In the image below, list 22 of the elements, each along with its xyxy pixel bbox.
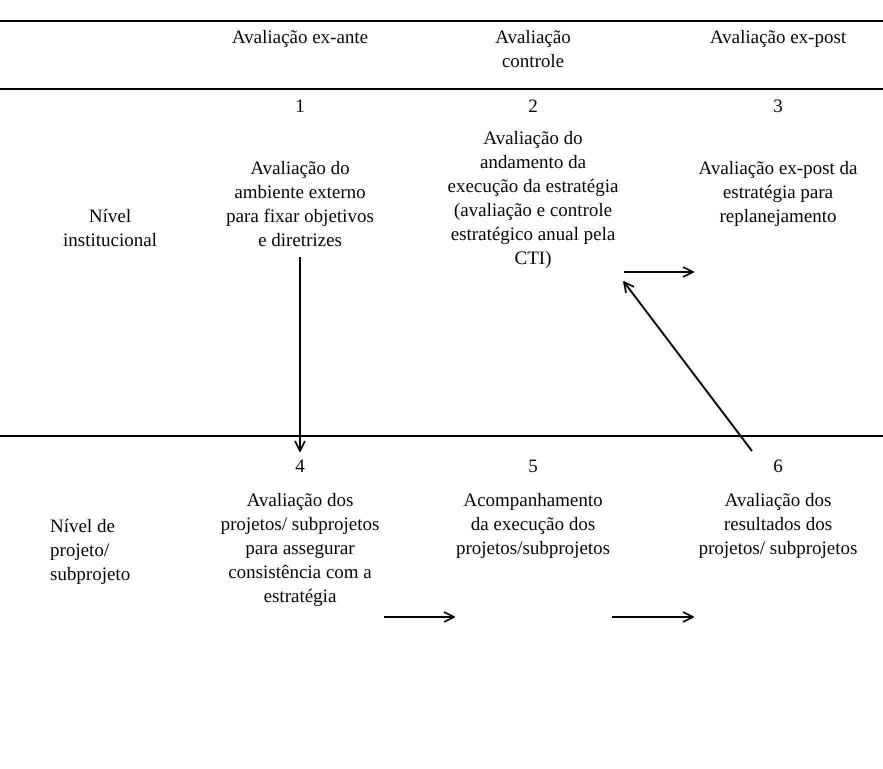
column-header: Avaliação controle — [494, 26, 572, 74]
row-header: Nível de projeto/ subprojeto — [50, 515, 132, 587]
step-number: 5 — [528, 455, 538, 479]
column-header: Avaliação ex-post — [708, 26, 848, 50]
column-header: Avaliação ex-ante — [230, 26, 370, 50]
cell-text: Avaliação dos projetos/ subprojetos para assegurar consistência com a estratégia — [220, 489, 380, 609]
cell-text: Avaliação dos resultados dos projetos/ subprojetos — [698, 489, 858, 561]
cell-text: Avaliação do ambiente externo para fixar objetivos e diretrizes — [225, 157, 375, 253]
arrow — [294, 257, 306, 452]
arrow — [612, 611, 694, 623]
step-number: 6 — [773, 455, 783, 479]
row-header: Nível institucional — [62, 205, 158, 253]
cell-text: Avaliação ex-post da estratégia para replanejamento — [698, 157, 858, 229]
cell-text: Acompanhamento da execução dos projetos/subprojetos — [456, 489, 610, 561]
step-number: 2 — [528, 95, 538, 119]
arrow — [384, 611, 455, 623]
cell-text: Avaliação do andamento da execução da estratégia (avaliação e controle estratégico anual pela CTI) — [446, 127, 620, 271]
step-number: 3 — [773, 95, 783, 119]
step-number: 4 — [295, 455, 305, 479]
arrow — [624, 266, 694, 278]
arrow — [623, 281, 753, 452]
step-number: 1 — [295, 95, 305, 119]
